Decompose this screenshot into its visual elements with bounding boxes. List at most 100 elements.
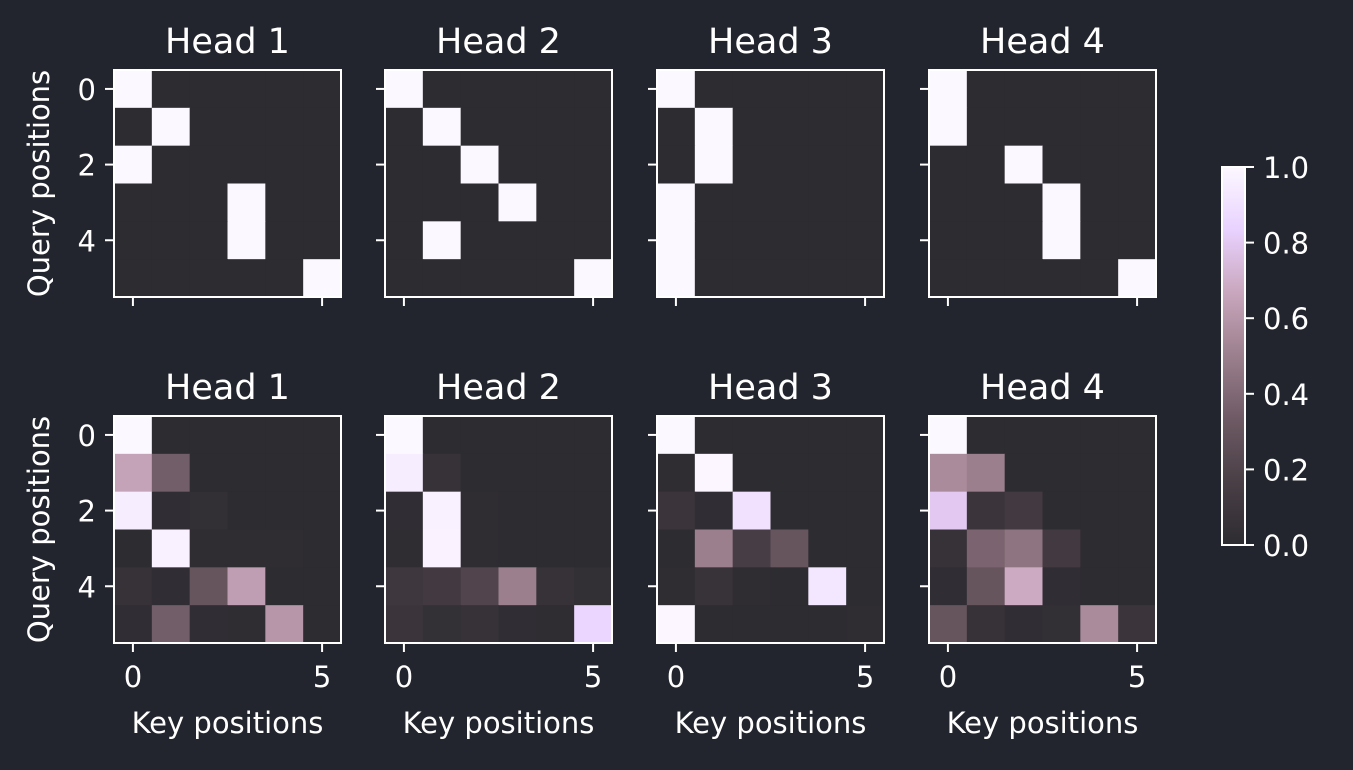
heatmap-cell — [770, 605, 809, 644]
heatmap-cell — [189, 70, 228, 109]
heatmap-cell — [1042, 605, 1081, 644]
heatmap-cell — [1004, 567, 1043, 606]
colorbar-tick-label: 0.8 — [1263, 227, 1309, 261]
heatmap-cell — [846, 145, 885, 184]
heatmap-cell — [808, 491, 847, 530]
heatmap-cell — [189, 567, 228, 606]
heatmap-cell — [966, 491, 1006, 530]
heatmap-cell — [151, 221, 191, 260]
heatmap-cell — [966, 453, 1006, 493]
heatmap-cell — [846, 567, 885, 606]
heatmap-cell — [846, 605, 885, 644]
heatmap-cell — [1042, 416, 1081, 455]
heatmap-cell — [114, 453, 153, 493]
heatmap-cell — [1080, 145, 1119, 184]
heatmap-cell — [385, 221, 424, 260]
heatmap-cell — [966, 567, 1006, 606]
heatmap-cell — [114, 567, 153, 606]
heatmap-cell — [265, 221, 304, 260]
heatmap-cell — [1042, 145, 1081, 184]
heatmap-cell — [422, 145, 462, 184]
heatmap-cell — [770, 70, 809, 109]
heatmap-cell — [1004, 259, 1043, 298]
heatmap-cell — [265, 453, 304, 493]
heatmap-cell — [422, 107, 462, 147]
x-tick-label: 0 — [395, 660, 413, 694]
heatmap-cell — [114, 221, 153, 260]
heatmap-cell — [657, 183, 696, 222]
heatmap-cell — [694, 605, 734, 644]
heatmap-cell — [1118, 145, 1157, 184]
heatmap-cell — [929, 259, 968, 298]
heatmap-cell — [460, 567, 499, 606]
heatmap-cell — [846, 529, 885, 568]
heatmap-cell — [574, 567, 613, 606]
heatmap-cell — [1080, 70, 1119, 109]
heatmap-cell — [694, 453, 734, 493]
panel-title: Head 2 — [436, 368, 561, 408]
heatmap-cell — [808, 605, 847, 644]
heatmap-cell — [732, 567, 771, 606]
x-tick-label: 0 — [124, 660, 142, 694]
heatmap-cell — [114, 529, 153, 568]
heatmap-cell — [657, 453, 696, 493]
heatmap-cell — [574, 107, 613, 147]
heatmap-cell — [385, 145, 424, 184]
heatmap-cell — [151, 416, 191, 455]
heatmap-cell — [422, 529, 462, 568]
heatmap-cell — [498, 183, 537, 222]
heatmap-cell — [732, 453, 771, 493]
heatmap-cell — [460, 529, 499, 568]
heatmap-cell — [114, 491, 153, 530]
heatmap-cell — [227, 416, 266, 455]
panel-title: Head 3 — [708, 368, 833, 408]
heatmap-cell — [1004, 70, 1043, 109]
heatmap-cell — [536, 259, 575, 298]
heatmap-cell — [929, 221, 968, 260]
heatmap-cell — [694, 70, 734, 109]
heatmap-cell — [422, 259, 462, 298]
heatmap-cell — [422, 453, 462, 493]
heatmap-cell — [498, 529, 537, 568]
heatmap-cell — [929, 70, 968, 109]
heatmap-cell — [657, 416, 696, 455]
heatmap-cell — [227, 70, 266, 109]
heatmap-cell — [114, 605, 153, 644]
heatmap-cell — [1004, 221, 1043, 260]
heatmap-cell — [303, 567, 342, 606]
heatmap-cell — [1004, 605, 1043, 644]
heatmap-cell — [1004, 529, 1043, 568]
heatmap-cell — [1118, 567, 1157, 606]
panel-frame — [656, 415, 885, 644]
heatmap-cell — [929, 529, 968, 568]
heatmap-cell — [460, 259, 499, 298]
heatmap-cell — [189, 416, 228, 455]
heatmap-cell — [1118, 70, 1157, 109]
heatmap-cell — [770, 491, 809, 530]
heatmap-cell — [732, 491, 771, 530]
heatmap-cell — [574, 183, 613, 222]
heatmap-cell — [498, 145, 537, 184]
heatmap-cell — [460, 107, 499, 147]
heatmap-cell — [303, 416, 342, 455]
heatmap-cell — [1118, 221, 1157, 260]
heatmap-cell — [808, 145, 847, 184]
heatmap-cell — [694, 221, 734, 260]
heatmap-cell — [227, 453, 266, 493]
heatmap-cell — [460, 70, 499, 109]
panel-title: Head 1 — [165, 368, 290, 408]
heatmap-cell — [227, 221, 266, 260]
heatmap-cell — [574, 70, 613, 109]
panel-title: Head 4 — [980, 368, 1105, 408]
panel-title: Head 4 — [980, 22, 1105, 62]
y-tick-label: 0 — [78, 73, 96, 107]
heatmap-cell — [498, 259, 537, 298]
heatmap-cell — [694, 183, 734, 222]
heatmap-cell — [574, 453, 613, 493]
heatmap-cell — [1004, 145, 1043, 184]
heatmap-cell — [1080, 221, 1119, 260]
heatmap-cell — [929, 491, 968, 530]
heatmap-cell — [1080, 567, 1119, 606]
